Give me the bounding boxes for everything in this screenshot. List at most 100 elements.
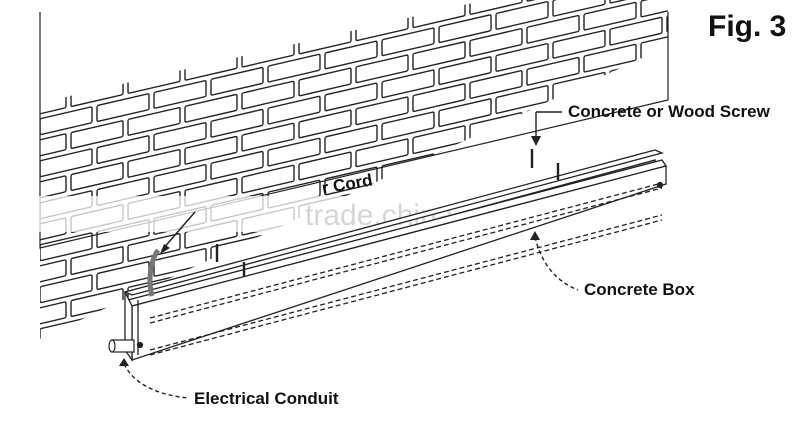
- brick: [324, 82, 378, 112]
- brick: [526, 56, 580, 86]
- brick: [438, 14, 492, 44]
- brick: [583, 43, 637, 73]
- brick: [0, 288, 35, 316]
- rail-upper: [149, 182, 663, 319]
- brick: [666, 45, 668, 75]
- brick: [698, 60, 750, 88]
- power-cord: [147, 248, 161, 297]
- brick: [40, 359, 92, 387]
- box-arrowhead: [530, 231, 540, 240]
- brick: [0, 63, 9, 91]
- brick: [40, 22, 93, 52]
- brick: [412, 41, 466, 71]
- brick: [526, 266, 580, 296]
- brick: [724, 117, 776, 145]
- brick: [241, 122, 295, 152]
- brick: [381, 111, 435, 141]
- brick: [0, 372, 35, 400]
- brick: [495, 1, 549, 30]
- brick: [70, 162, 124, 192]
- brick: [210, 0, 264, 12]
- brick: [355, 54, 409, 84]
- brick: [70, 288, 124, 318]
- brick: [298, 151, 352, 181]
- brick: [0, 399, 9, 427]
- label-screw: Concrete or Wood Screw: [568, 102, 771, 121]
- label-cord-partial: r Cord: [320, 170, 374, 198]
- brick: [355, 306, 409, 336]
- brick: [583, 127, 637, 157]
- brick: [438, 56, 492, 86]
- brick: [640, 72, 668, 102]
- brick: [298, 0, 352, 13]
- brick: [40, 64, 93, 94]
- brick: [355, 96, 409, 126]
- brick: [298, 67, 352, 97]
- box-leader-line: [534, 236, 579, 291]
- brick: [40, 175, 67, 205]
- brick: [210, 66, 264, 96]
- brick: [666, 3, 668, 33]
- brick: [210, 150, 264, 180]
- brick: [0, 147, 9, 175]
- brick: [184, 9, 238, 39]
- brick: [640, 240, 668, 270]
- conduit-arrowhead: [119, 358, 129, 366]
- brick: [40, 106, 93, 136]
- cord-arrowhead: [160, 244, 170, 254]
- brick: [267, 53, 321, 83]
- brick: [153, 122, 207, 151]
- brick: [40, 232, 93, 262]
- brick: [666, 171, 668, 201]
- brick: [127, 107, 181, 136]
- brick: [241, 0, 295, 26]
- brick: [438, 98, 492, 128]
- brick: [495, 127, 549, 156]
- brick: [469, 0, 523, 15]
- brick: [640, 0, 668, 18]
- concrete-box: [123, 149, 668, 363]
- brick: [469, 154, 523, 183]
- brick: [96, 9, 150, 39]
- brick: [184, 135, 238, 165]
- brick: [298, 109, 352, 139]
- brick: [0, 36, 35, 64]
- brick: [210, 24, 264, 54]
- brick: [40, 0, 93, 10]
- brick: [755, 47, 800, 75]
- brick: [552, 0, 606, 17]
- brick: [324, 0, 378, 28]
- brick: [127, 0, 181, 10]
- brick: [96, 93, 150, 123]
- cord-leader-line: [161, 211, 196, 251]
- brick: [469, 70, 523, 99]
- brick: [153, 164, 207, 193]
- brick: [0, 357, 9, 385]
- brick: [153, 38, 207, 67]
- brick: [495, 43, 549, 72]
- brick: [241, 332, 295, 339]
- brick: [40, 133, 67, 163]
- brick: [381, 279, 435, 309]
- brick: [324, 166, 378, 196]
- screw-arrowhead: [531, 136, 541, 146]
- brick: [324, 40, 378, 70]
- brick: [267, 137, 321, 167]
- brick: [724, 159, 776, 187]
- brick: [781, 0, 800, 6]
- brick: [0, 21, 9, 49]
- brick: [324, 124, 378, 154]
- brick: [96, 135, 150, 165]
- brick: [241, 164, 295, 194]
- brick: [185, 346, 237, 374]
- brick: [381, 0, 435, 15]
- brick: [0, 273, 9, 301]
- brick: [0, 0, 35, 22]
- brick: [552, 29, 606, 59]
- brick: [40, 259, 67, 289]
- brick: [14, 344, 66, 372]
- wall-outline: [39, 12, 669, 249]
- label-conduit: Electrical Conduit: [194, 389, 339, 408]
- brick: [724, 75, 776, 103]
